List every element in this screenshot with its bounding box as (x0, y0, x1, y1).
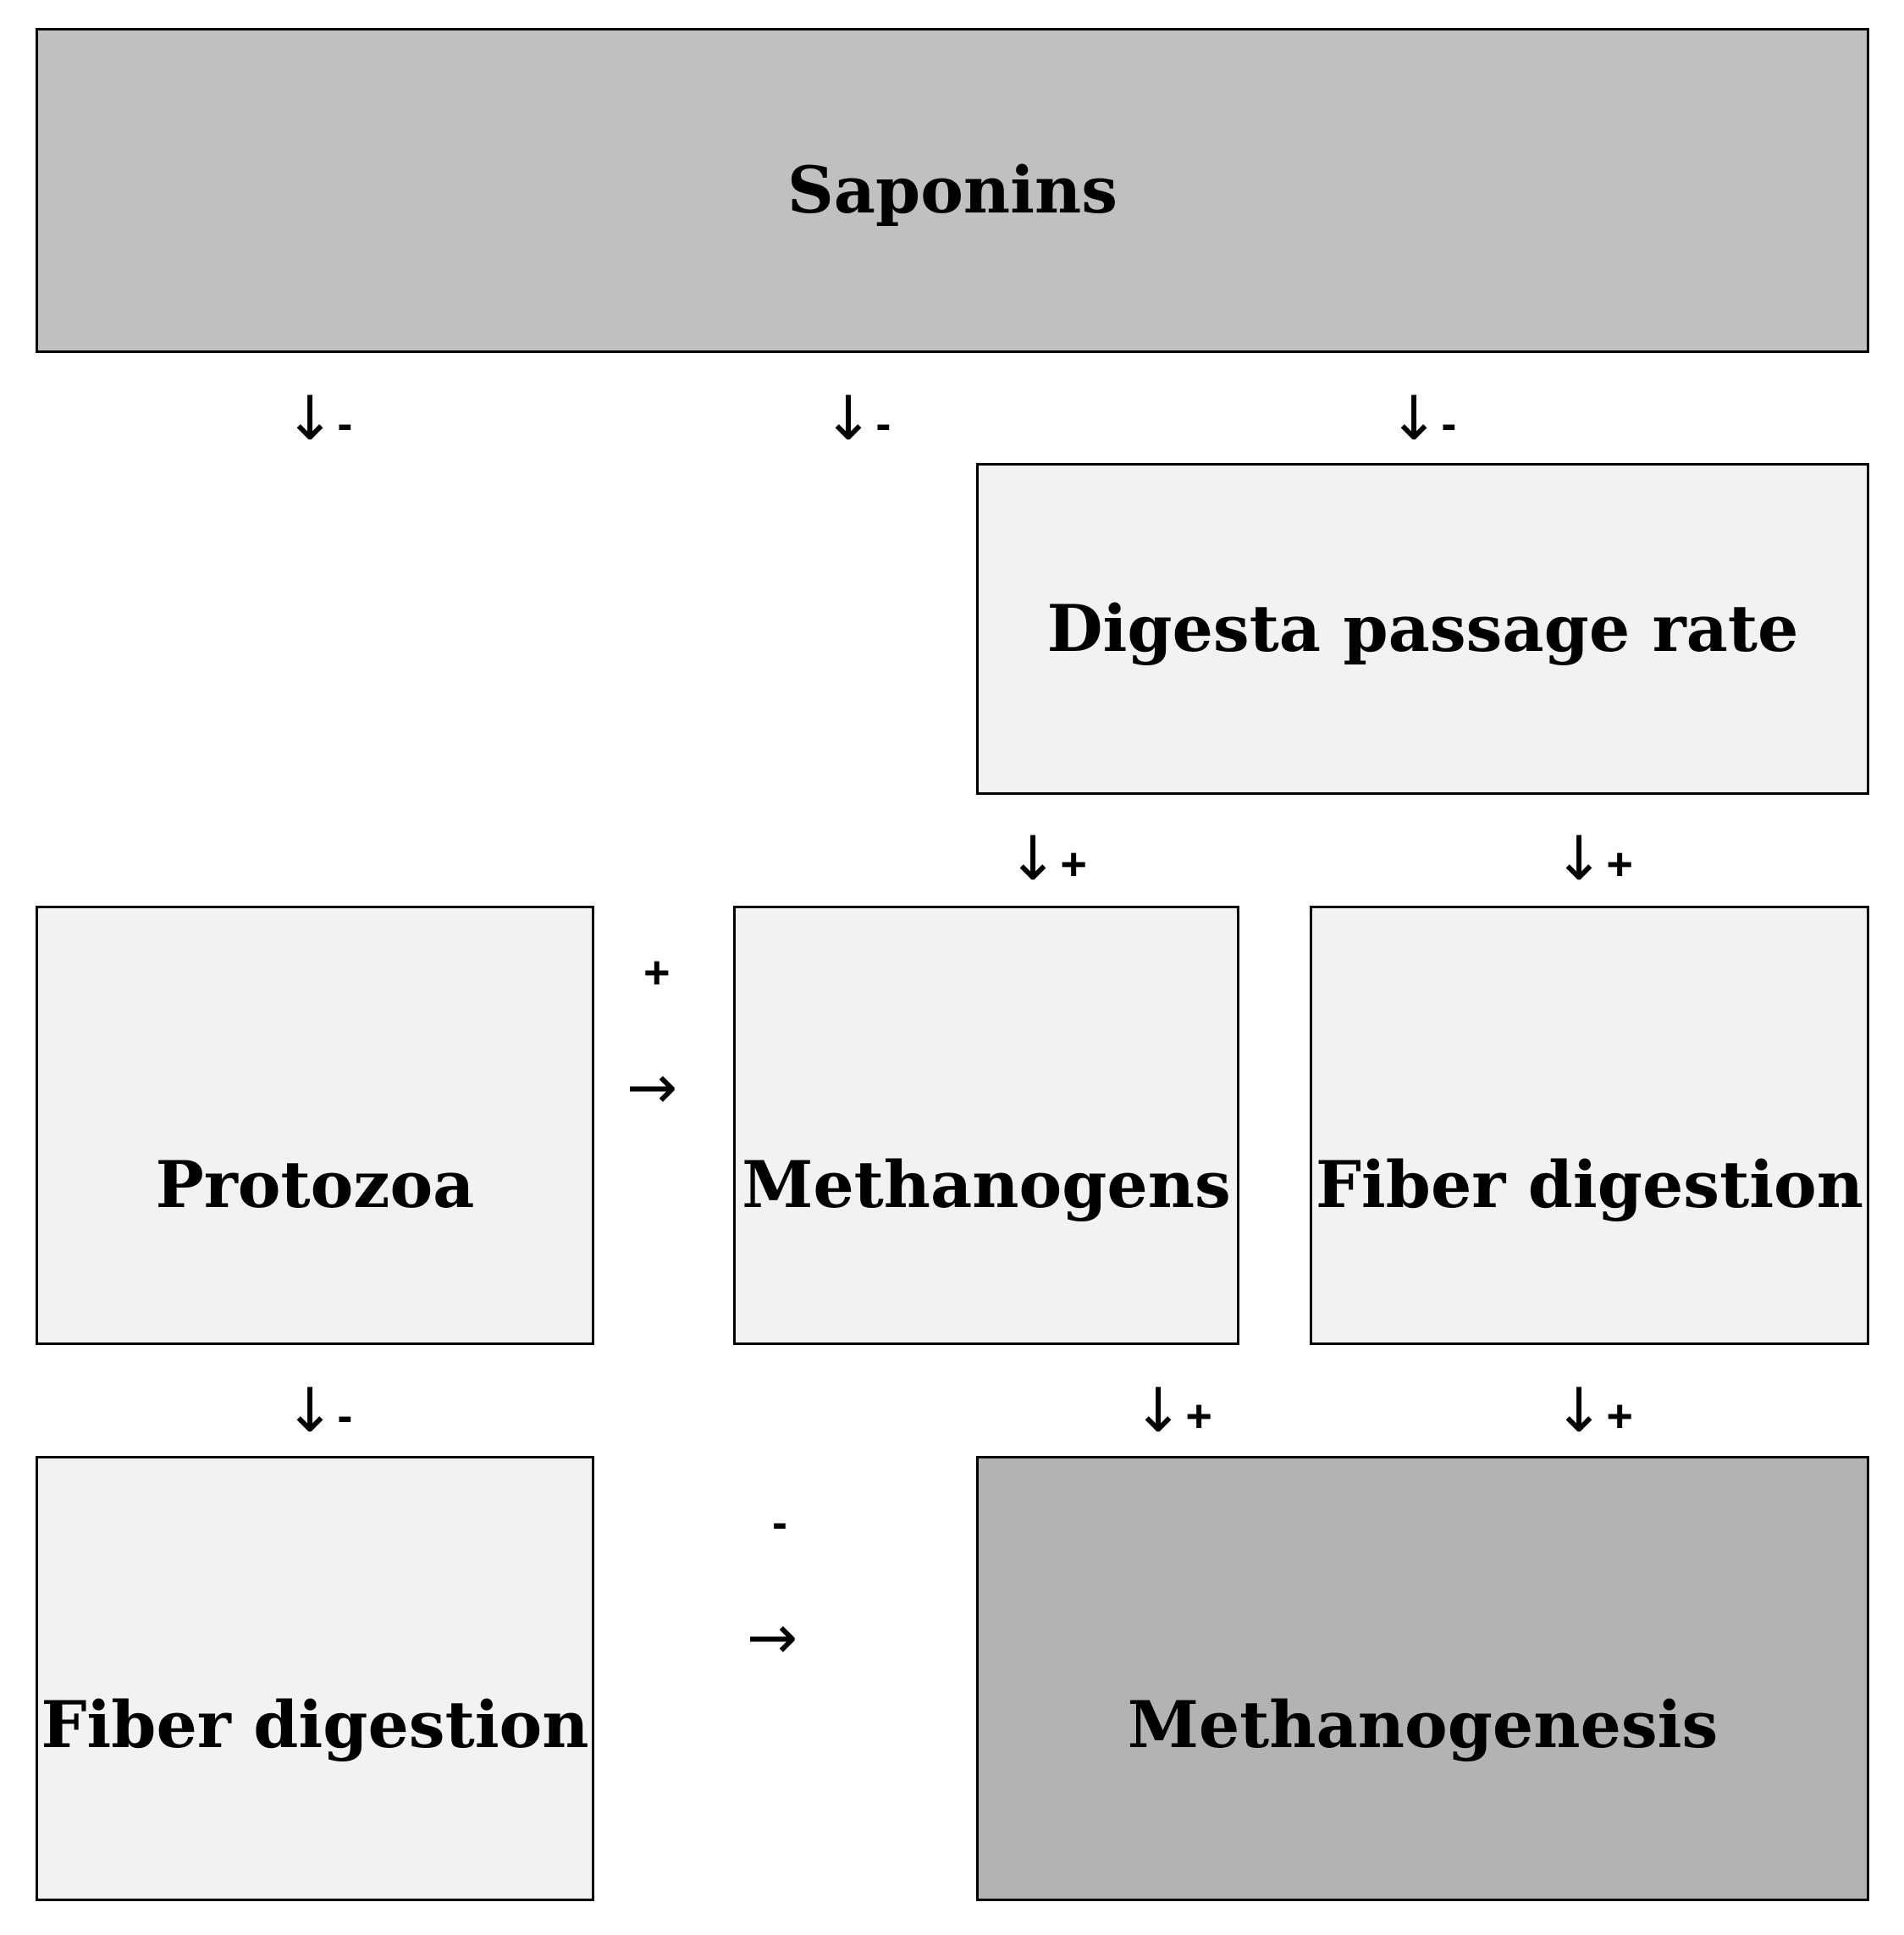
edge-digesta-to-fiber: ↓+ (1554, 828, 1633, 889)
digesta-passage-rate-label: Digesta passage rate (1046, 591, 1799, 667)
edge-protozoa-to-methanogens-sign: + (643, 947, 671, 998)
negative-sign: - (337, 1391, 353, 1442)
edge-saponins-to-methanogens: ↓- (823, 388, 891, 449)
negative-sign: - (875, 399, 891, 449)
edge-protozoa-to-fiber: ↓- (284, 1380, 352, 1441)
fiber-digestion-left-label: Fiber digestion (41, 1687, 589, 1763)
down-arrow-icon: ↓ (1388, 383, 1440, 454)
down-arrow-icon: ↓ (1554, 1375, 1605, 1446)
saponins-label: Saponins (786, 152, 1118, 229)
positive-sign: + (1185, 1391, 1212, 1442)
right-arrow-icon: → (626, 1051, 678, 1122)
down-arrow-icon: ↓ (284, 1375, 336, 1446)
methanogens-label: Methanogens (742, 1146, 1231, 1222)
edge-fiber-to-methanogenesis: ↓+ (1554, 1380, 1633, 1441)
methanogenesis-box: Methanogenesis (976, 1456, 1869, 1901)
positive-sign: + (1060, 839, 1087, 890)
edge-methanogens-to-methanogenesis: ↓+ (1133, 1380, 1212, 1441)
right-arrow-icon: → (747, 1601, 798, 1673)
edge-saponins-to-digesta: ↓- (1388, 388, 1456, 449)
down-arrow-icon: ↓ (1554, 823, 1605, 894)
edge-fiber-left-to-methanogenesis-sign: - (772, 1497, 787, 1548)
down-arrow-icon: ↓ (823, 383, 875, 454)
fiber-digestion-left-box: Fiber digestion (36, 1456, 594, 1901)
negative-sign: - (337, 399, 353, 449)
digesta-passage-rate-box: Digesta passage rate (976, 463, 1869, 795)
fiber-digestion-right-label: Fiber digestion (1315, 1146, 1864, 1222)
down-arrow-icon: ↓ (1133, 1375, 1184, 1446)
positive-sign: + (1606, 1391, 1633, 1442)
edge-saponins-to-protozoa: ↓- (284, 388, 352, 449)
down-arrow-icon: ↓ (284, 383, 336, 454)
methanogenesis-label: Methanogenesis (1127, 1687, 1719, 1763)
negative-sign: - (1441, 399, 1457, 449)
down-arrow-icon: ↓ (1007, 823, 1059, 894)
methanogens-box: Methanogens (733, 906, 1239, 1345)
edge-digesta-to-methanogens: ↓+ (1007, 828, 1087, 889)
saponins-box: Saponins (36, 28, 1869, 353)
protozoa-label: Protozoa (155, 1146, 475, 1222)
protozoa-box: Protozoa (36, 906, 594, 1345)
fiber-digestion-right-box: Fiber digestion (1310, 906, 1869, 1345)
positive-sign: + (1606, 839, 1633, 890)
